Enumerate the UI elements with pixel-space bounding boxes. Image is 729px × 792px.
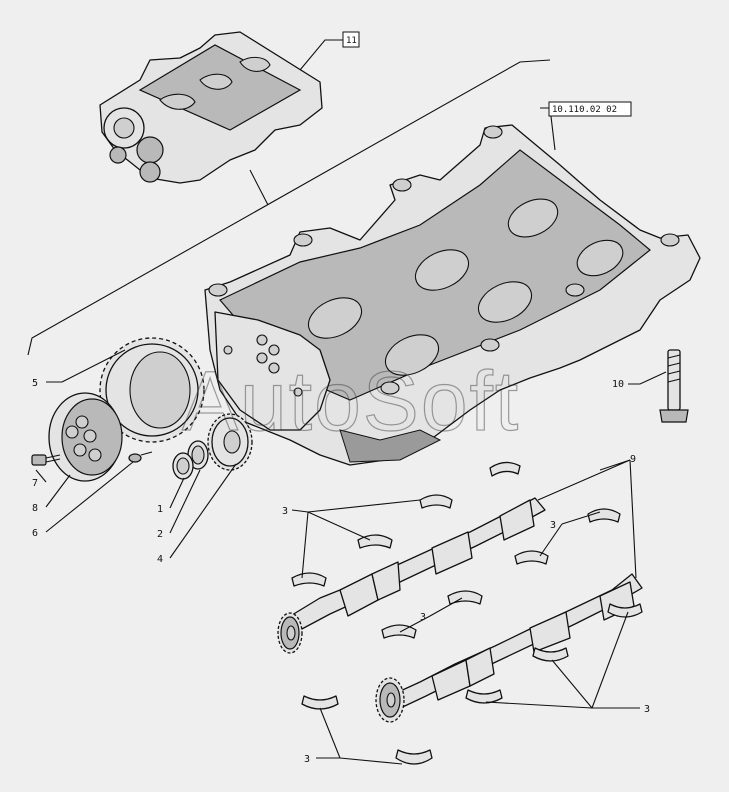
- large-gear-5: [99, 337, 205, 443]
- callout-3-center: 3: [420, 612, 426, 623]
- bearing-shell: [291, 572, 327, 587]
- bearing-shell: [395, 749, 433, 765]
- callout-3-middle-right: 3: [550, 520, 556, 531]
- callout-4: 4: [157, 554, 163, 565]
- callout-2: 2: [157, 529, 163, 540]
- block-reference-box: 10.110.02 02: [540, 101, 632, 151]
- callout-9: 9: [630, 454, 636, 465]
- bearing-shell: [514, 550, 549, 565]
- bearing-shell: [447, 590, 483, 605]
- callout-3-upper-left: 3: [282, 506, 288, 517]
- callout-5: 5: [32, 378, 38, 389]
- hub-8: [48, 392, 123, 482]
- bearing-shell: [489, 461, 521, 477]
- bearing-shell: [301, 695, 339, 710]
- bearing-shell: [419, 494, 453, 509]
- bearing-shell: [381, 624, 417, 639]
- camshaft-lower: [375, 573, 643, 723]
- overview-reference-label: 11: [346, 36, 357, 46]
- bolt-10: 10: [612, 349, 689, 423]
- overview-assembly: [99, 31, 345, 184]
- frame-line-top: [27, 59, 551, 356]
- callout-3-bottom-left: 3: [304, 754, 310, 765]
- ring-1: [172, 452, 194, 480]
- overview-reference-box: 11: [342, 31, 360, 48]
- bearing-shell: [465, 689, 503, 704]
- callout-1: 1: [157, 504, 163, 515]
- camshaft-carrier-block: [204, 124, 701, 466]
- bearing-shell: [532, 647, 569, 662]
- block-reference-label: 10.110.02 02: [552, 105, 617, 115]
- washer-6: [128, 451, 153, 463]
- bearing-shell: [607, 603, 643, 618]
- callout-7: 7: [32, 478, 38, 489]
- leader-lines: [35, 349, 640, 765]
- bearing-shell: [587, 508, 621, 523]
- callout-8: 8: [32, 503, 38, 514]
- small-gear-4: [207, 413, 253, 471]
- callout-6: 6: [32, 528, 38, 539]
- callout-10: 10: [612, 379, 624, 390]
- watermark: AutoSoft: [182, 354, 520, 448]
- callouts: 5 7 8 6 1 2 4 3 3 3 3 3 9: [32, 378, 650, 765]
- camshaft-upper: [277, 497, 546, 654]
- callout-3-bottom-right: 3: [644, 704, 650, 715]
- frame-line-bottom: [249, 169, 269, 206]
- screw-7: [31, 454, 61, 466]
